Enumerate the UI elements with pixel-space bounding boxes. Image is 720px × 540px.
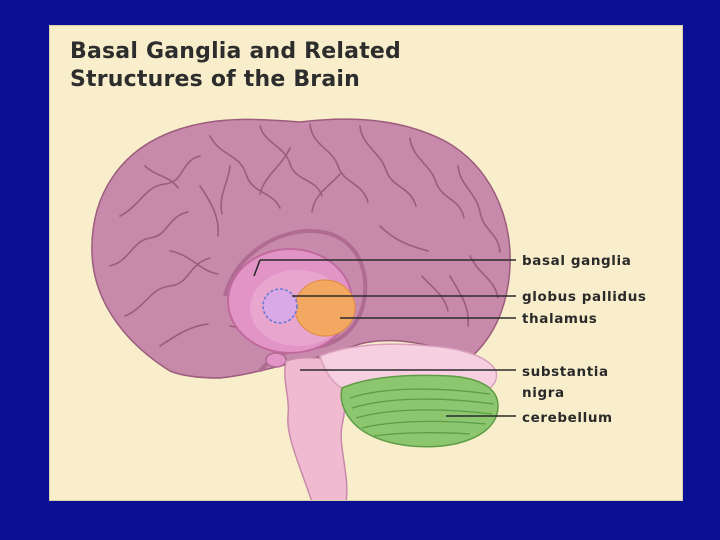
figure-panel: Basal Ganglia and Related Structures of … [49,25,683,501]
leader-lines [253,259,516,417]
brain-diagram: basal ganglia globus pallidus thalamus s… [91,118,647,500]
cerebellum-folia [349,388,495,437]
globus-pallidus [262,288,298,324]
label-substantia-nigra-line2: nigra [522,385,565,401]
label-substantia-nigra-line1: substantia [522,364,609,380]
title-line-2: Structures of the Brain [70,67,360,92]
leader-basal-ganglia-tick [253,259,261,277]
label-thalamus: thalamus [522,311,597,327]
label-basal-ganglia: basal ganglia [522,253,631,269]
label-globus-pallidus: globus pallidus [522,289,647,305]
label-cerebellum: cerebellum [522,410,613,426]
cerebellum [340,374,499,448]
figure-title: Basal Ganglia and Related Structures of … [70,38,401,94]
cerebrum-gyri [109,123,501,347]
title-line-1: Basal Ganglia and Related [70,39,402,64]
substantia-nigra [265,352,287,368]
thalamus [294,279,356,337]
